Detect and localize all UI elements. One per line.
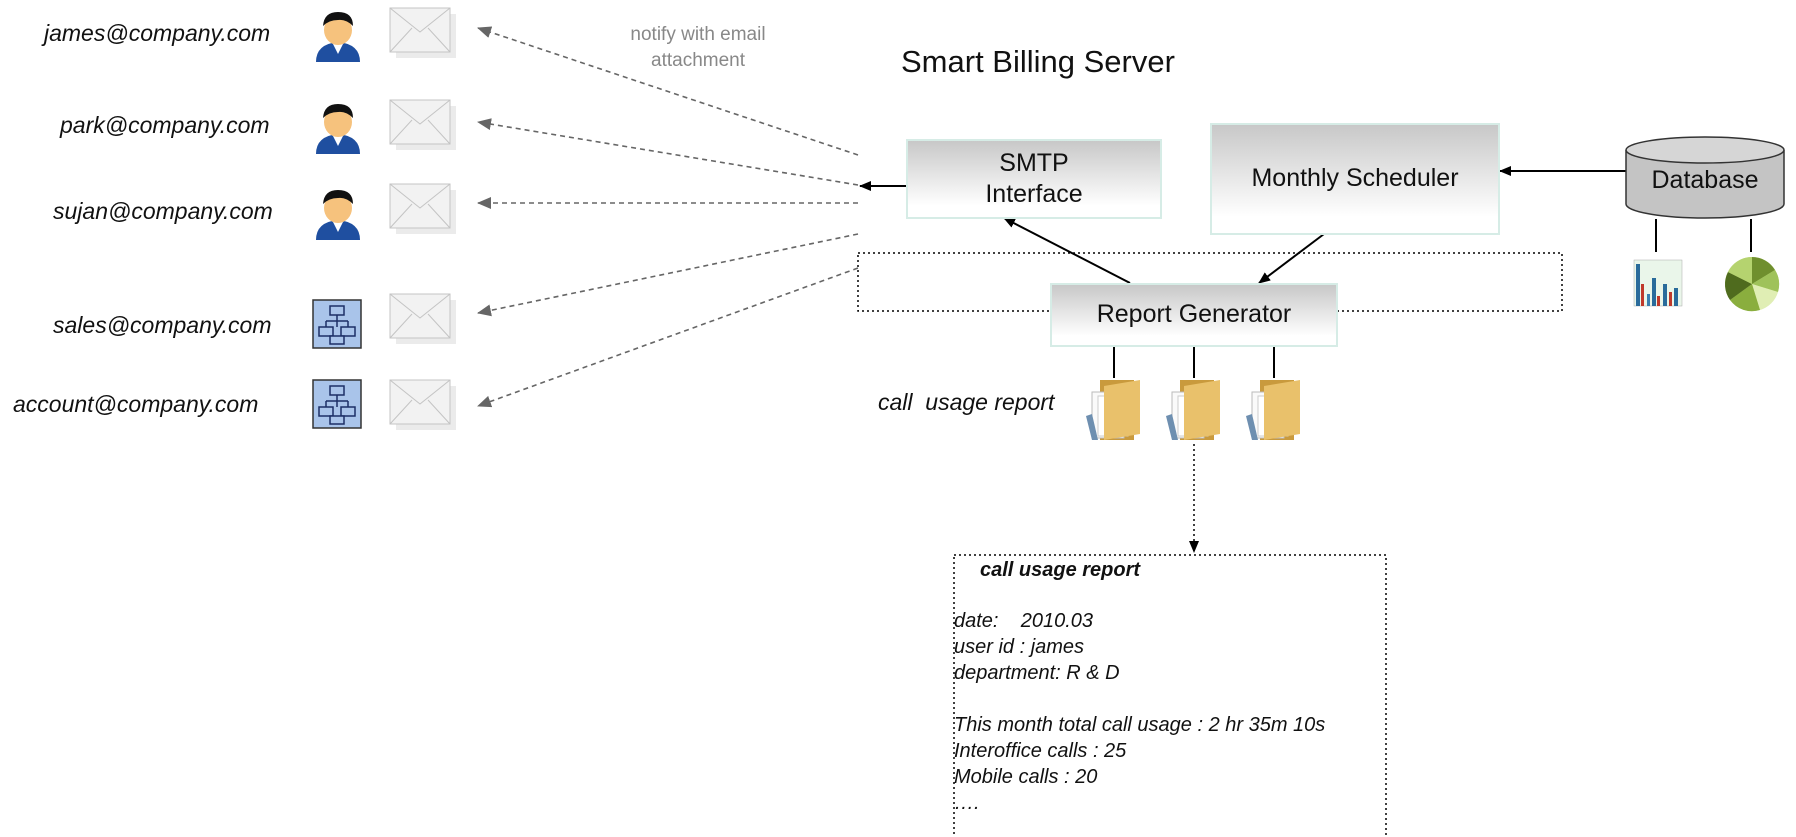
bar-chart-thumbnail bbox=[1626, 254, 1688, 314]
envelope-icon bbox=[389, 183, 456, 234]
org-chart-icon bbox=[312, 379, 362, 429]
server-region bbox=[857, 252, 1563, 312]
email-james: james@company.com bbox=[44, 20, 271, 46]
notify-note: notify with email attachment bbox=[630, 24, 766, 71]
envelope-icon bbox=[389, 99, 456, 150]
report-spacer bbox=[954, 686, 1325, 712]
report-title: call usage report bbox=[980, 559, 1141, 581]
org-chart-icon bbox=[312, 299, 362, 349]
envelope-icon bbox=[389, 7, 456, 58]
arrow-scheduler-to-generator bbox=[1258, 233, 1325, 284]
email-park: park@company.com bbox=[60, 112, 270, 138]
email-account: account@company.com bbox=[13, 391, 259, 417]
notify-line-account bbox=[477, 267, 859, 408]
monthly-scheduler-box: Monthly Scheduler bbox=[1210, 123, 1500, 235]
email-sujan: sujan@company.com bbox=[53, 198, 273, 224]
folder-icon bbox=[1166, 380, 1220, 440]
report-user: user id : james bbox=[954, 636, 1085, 658]
person-icon bbox=[316, 12, 360, 62]
database-icon bbox=[1625, 136, 1785, 219]
envelope-icon bbox=[389, 293, 456, 344]
email-sales: sales@company.com bbox=[53, 312, 272, 338]
report-total: This month total call usage : 2 hr 35m 1… bbox=[954, 714, 1326, 736]
notify-line-sales bbox=[477, 233, 859, 317]
arrow-generator-to-smtp bbox=[1003, 217, 1131, 284]
folder-icon bbox=[1086, 380, 1140, 440]
report-department: department: R & D bbox=[954, 662, 1120, 684]
server-title: Smart Billing Server bbox=[901, 44, 1175, 79]
report-generator-box: Report Generator bbox=[1050, 283, 1338, 347]
report-files-label: call usage report bbox=[878, 389, 1055, 415]
person-icon bbox=[316, 104, 360, 154]
notify-line-park bbox=[477, 118, 859, 186]
pie-chart-thumbnail bbox=[1725, 257, 1780, 312]
database-label: Database bbox=[1651, 166, 1759, 194]
report-ellipsis: …. bbox=[954, 792, 980, 814]
report-mobile: Mobile calls : 20 bbox=[954, 766, 1098, 788]
notify-line-james bbox=[477, 26, 859, 156]
envelope-icon bbox=[389, 379, 456, 430]
folder-icon bbox=[1246, 380, 1300, 440]
person-icon bbox=[316, 190, 360, 240]
report-interoffice: Interoffice calls : 25 bbox=[954, 740, 1127, 762]
report-box-border bbox=[953, 554, 1387, 837]
report-body: date: 2010.03 user id : james department… bbox=[954, 608, 1325, 816]
report-date: date: 2010.03 bbox=[954, 610, 1094, 632]
smtp-interface-box: SMTP Interface bbox=[906, 139, 1162, 219]
